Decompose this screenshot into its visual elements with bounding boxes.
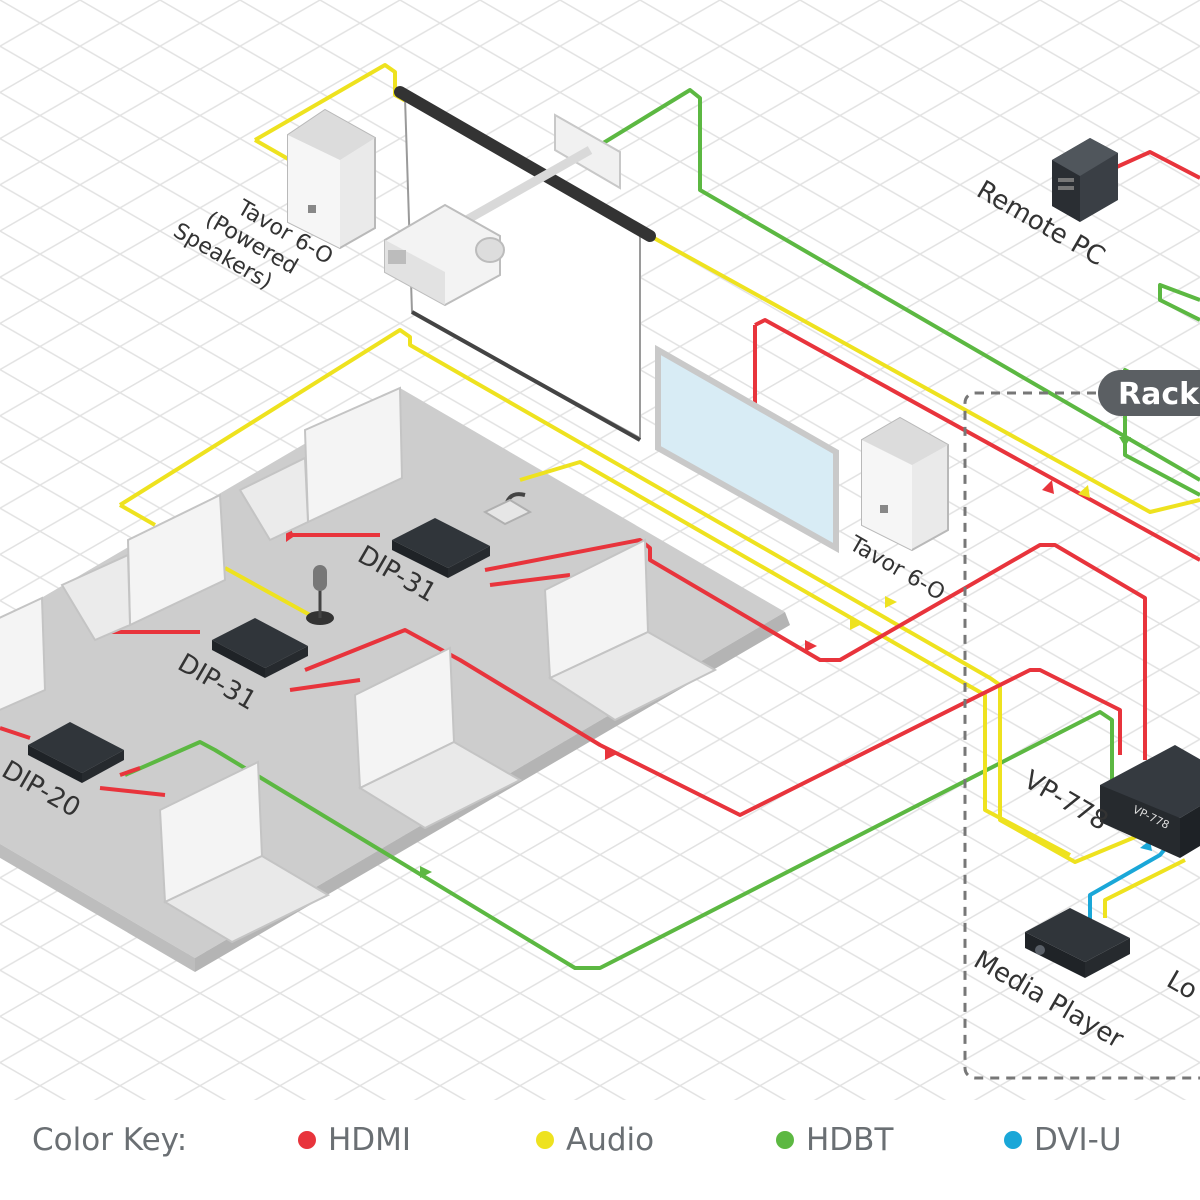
remote-pc-tower (1052, 138, 1118, 222)
color-key-item-label: Audio (566, 1122, 655, 1158)
laptop (0, 596, 47, 711)
laptop (238, 386, 404, 542)
dip-31-lower-box (212, 618, 308, 678)
projector (384, 113, 621, 307)
laptop (158, 760, 331, 944)
dip-31-upper-box (392, 518, 490, 578)
color-key-item-dvi-u: DVI-U (1004, 1122, 1122, 1158)
media-player (1025, 908, 1130, 978)
color-key: Color Key: HDMI Audio HDBT DVI-U (0, 1100, 1200, 1200)
color-key-item-label: HDBT (806, 1122, 894, 1158)
stand-microphone (306, 565, 334, 625)
dip-20-box (28, 722, 124, 783)
projection-screen (394, 86, 656, 442)
audio-dot-icon (536, 1131, 554, 1149)
color-key-item-hdbt: HDBT (776, 1122, 893, 1158)
speaker-top (287, 108, 376, 250)
speaker-right (861, 416, 949, 552)
audio-cables (118, 63, 1200, 918)
laptop (60, 493, 227, 642)
color-key-item-audio: Audio (536, 1122, 654, 1158)
color-key-item-label: DVI-U (1034, 1122, 1122, 1158)
color-key-item-label: HDMI (328, 1122, 412, 1158)
rack-boundary (963, 391, 1200, 1080)
hdbt-dot-icon (776, 1131, 794, 1149)
rack-badge: Rack (1098, 370, 1200, 416)
hdmi-dot-icon (298, 1131, 316, 1149)
vp-778-unit: VP-778 (1100, 745, 1200, 858)
gooseneck-microphone (482, 492, 533, 526)
rack-label: Rack (1118, 377, 1200, 412)
flat-display (655, 344, 839, 554)
dvi-u-dot-icon (1004, 1131, 1022, 1149)
color-key-title: Color Key: (32, 1122, 188, 1158)
color-key-item-hdmi: HDMI (298, 1122, 411, 1158)
laptop (353, 646, 523, 830)
laptop (543, 538, 718, 722)
